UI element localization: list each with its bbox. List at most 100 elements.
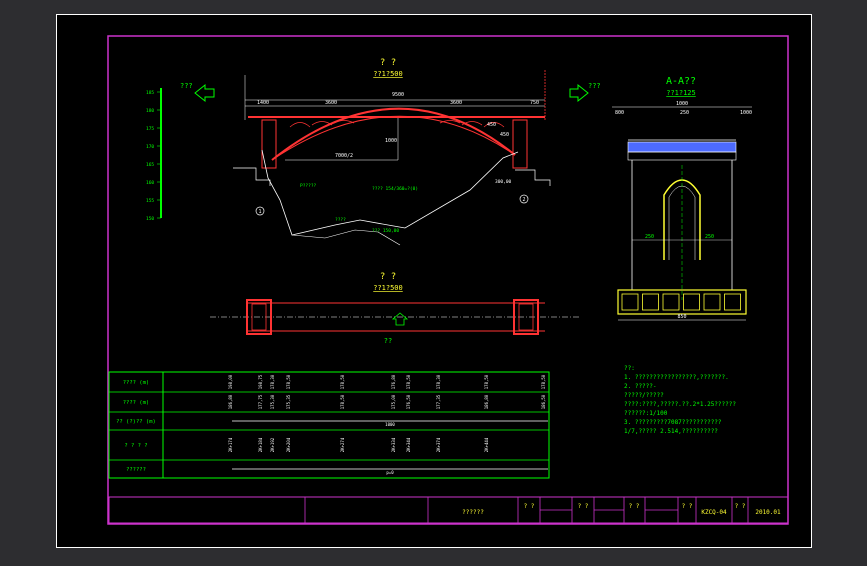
table-cell: 2K+344	[406, 437, 411, 452]
plan-right-abutment-inner	[518, 303, 534, 331]
section-foundation	[617, 289, 747, 315]
drawing-date: 2010.01	[755, 509, 781, 516]
plan-title: ? ?	[380, 272, 396, 282]
foundation-cell	[662, 293, 680, 311]
table-cell: 2K+204	[286, 437, 291, 452]
scale-tick-label: 175	[146, 126, 154, 132]
table-cell: 178,50	[340, 394, 345, 409]
date-label: ? ?	[735, 503, 746, 510]
right-footing	[515, 169, 551, 186]
table-cell: 198,75	[258, 374, 263, 389]
dim-seg1: 1400	[257, 100, 269, 106]
right-note: 300,00	[495, 179, 512, 185]
table-cell: 2K+192	[270, 437, 275, 452]
section-title: A-A??	[666, 76, 696, 87]
note-line: ?????/?????	[624, 392, 664, 399]
foundation-cells	[621, 293, 741, 311]
arch-ring-inner	[271, 115, 516, 161]
dim-seg4: 750	[530, 100, 539, 106]
section-deck-pavement	[627, 141, 737, 153]
table-cell: 198,00	[228, 374, 233, 389]
section-side-left: 250	[645, 234, 654, 240]
table-cell: 2K+174	[228, 437, 233, 452]
note-line: ????:????,?????.??.2*1.25??????	[624, 401, 736, 408]
scale-tick-label: 180	[146, 108, 154, 114]
table-row-label: ???? (m)	[123, 400, 150, 406]
sheet-outer-border	[56, 14, 812, 548]
table-cell: 186,80	[484, 394, 489, 409]
section-view: A-A?? ??1?125 1000 800 250 1000 250 250 …	[612, 76, 752, 321]
table-cell: 175,30	[270, 394, 275, 409]
table-row-label: ???? (m)	[123, 380, 150, 386]
ground-profile-lower	[291, 229, 401, 246]
section-dim-left: 800	[615, 110, 624, 116]
note-line: 1. ?????????????????,???????.	[624, 374, 729, 381]
left-direction-arrow-icon	[194, 83, 215, 103]
elevation-scale: ??1?500	[373, 70, 403, 78]
section-dim-total: 1000	[676, 101, 688, 107]
section-dim-mid: 250	[680, 110, 689, 116]
title-block-dividers	[304, 497, 749, 523]
left-footing	[233, 167, 271, 186]
scale-tick-label: 155	[146, 198, 154, 204]
design-label: ? ?	[524, 503, 535, 510]
plan-left-abutment	[246, 299, 272, 335]
table-cell: 178,50	[541, 374, 546, 389]
section-dim-bottom: 850	[677, 314, 686, 320]
scale-tick-label: 165	[146, 162, 154, 168]
drawing-sheet	[56, 14, 812, 548]
section-side-right: 250	[705, 234, 714, 240]
foundation-cell	[703, 293, 721, 311]
plan-left-abutment-inner	[251, 303, 267, 331]
rise-dim: 1000	[385, 138, 397, 144]
table-cell: 178,50	[340, 374, 345, 389]
table-row-label: ??????	[126, 467, 146, 473]
elevation-title: ? ?	[380, 58, 396, 68]
table-cell: 2K+274	[340, 437, 345, 452]
section-scale: ??1?125	[666, 89, 696, 97]
pier-marker-1-glyph: 1	[258, 209, 261, 215]
profile-table: ???? (m) 198,00 198,75 178,30 178,50 178,50 17…	[108, 371, 550, 479]
scale-tick-label: 185	[146, 90, 154, 96]
table-cell: 186,80	[228, 394, 233, 409]
table-cell: 176,80	[391, 374, 396, 389]
sheet-inner-border	[107, 35, 789, 525]
table-cell: 186,50	[541, 394, 546, 409]
drawing-number: KZCQ-04	[701, 509, 727, 516]
note-line: ??:	[624, 365, 635, 372]
foundation-cell	[724, 293, 741, 311]
table-cell: 175,35	[286, 394, 291, 409]
elevation-right-marker: ???	[588, 82, 601, 90]
table-frame	[108, 371, 550, 479]
arch-ring-outer	[271, 107, 516, 161]
table-row-label: ? ? ? ?	[124, 443, 147, 449]
plan-flow-arrow-icon	[391, 312, 409, 326]
left-note: P?????	[300, 183, 317, 189]
table-cell: 177,75	[258, 394, 263, 409]
title-block: ?????? ? ? ? ? ? ? ? ? KZCQ-04 ? ? 2010.…	[108, 496, 789, 524]
table-cell: 175,00	[391, 394, 396, 409]
title-block-frame	[108, 496, 789, 524]
table-cell: p=0	[386, 470, 394, 475]
arch-span-label: 7000/2	[335, 153, 353, 159]
table-cell: 1000	[385, 422, 395, 427]
table-cell: 2K+444	[484, 437, 489, 452]
ground-profile	[261, 149, 519, 236]
elevation-left-marker: ???	[180, 82, 193, 90]
table-cell: 2K+334	[391, 437, 396, 452]
plan-scale: ??1?500	[373, 284, 403, 292]
dim-total: 9500	[392, 92, 404, 98]
table-cell: 178,30	[270, 374, 275, 389]
left-abutment	[261, 119, 277, 169]
plan-center-marker: ??	[384, 337, 392, 345]
note-line: ??????:1/100	[624, 410, 668, 417]
foundation-cell	[642, 293, 659, 311]
profile-note: ????	[335, 217, 346, 223]
table-cell: 178,50	[484, 374, 489, 389]
foundation-cell	[621, 293, 639, 311]
right-direction-arrow-icon	[569, 83, 589, 103]
section-dim-right: 1000	[740, 110, 752, 116]
